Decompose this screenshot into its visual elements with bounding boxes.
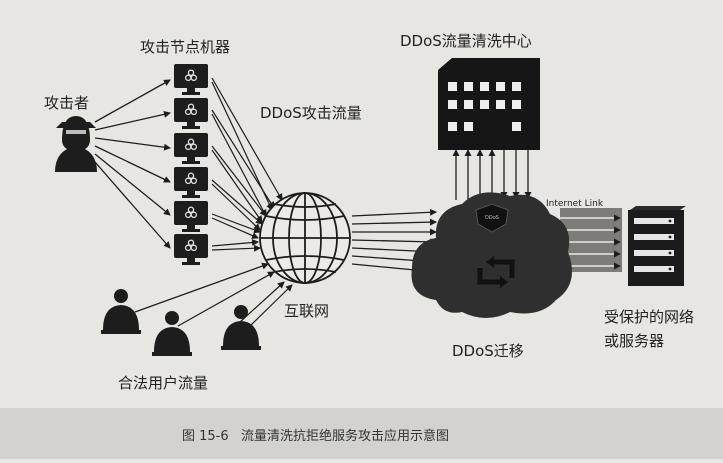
attack-node-5 — [174, 201, 208, 232]
attack-node-4 — [174, 167, 208, 198]
svg-text:DDoS: DDoS — [485, 215, 499, 221]
attacker-label: 攻击者 — [44, 94, 89, 112]
attack-node-1 — [174, 64, 208, 95]
user-to-internet-arrows — [134, 262, 293, 327]
caption-band — [0, 408, 723, 459]
attack-nodes-label: 攻击节点机器 — [140, 38, 230, 56]
attack-node-6 — [174, 234, 208, 265]
attacker-to-node-arrows — [94, 79, 171, 249]
user-icon-3 — [221, 305, 261, 350]
globe-icon — [259, 192, 351, 284]
node-to-internet-arrows — [211, 77, 283, 252]
user-icon-2 — [152, 311, 192, 356]
attack-node-2 — [174, 98, 208, 129]
ddos-traffic-label: DDoS攻击流量 — [260, 104, 362, 122]
cleaning-center-label: DDoS流量清洗中心 — [400, 32, 532, 50]
migration-cloud-icon: DDoS — [411, 192, 572, 318]
migration-label: DDoS迁移 — [452, 342, 524, 360]
internet-link-label: Internet Link — [546, 199, 604, 209]
figure-caption: 图 15-6 流量清洗抗拒绝服务攻击应用示意图 — [182, 428, 449, 444]
attack-node-group — [174, 64, 208, 265]
protected-label-line1: 受保护的网络 — [604, 308, 694, 326]
cleaning-center-building-icon — [438, 58, 540, 150]
user-icon-1 — [101, 289, 141, 334]
hacker-icon — [55, 116, 97, 172]
protected-label-line2: 或服务器 — [604, 332, 664, 350]
migration-arrows-icon — [477, 259, 515, 285]
legit-traffic-label: 合法用户流量 — [118, 374, 208, 392]
cleaning-center-arrows — [452, 149, 532, 200]
attack-node-3 — [174, 133, 208, 164]
server-rack-icon — [628, 206, 686, 286]
internet-label: 互联网 — [284, 302, 329, 320]
